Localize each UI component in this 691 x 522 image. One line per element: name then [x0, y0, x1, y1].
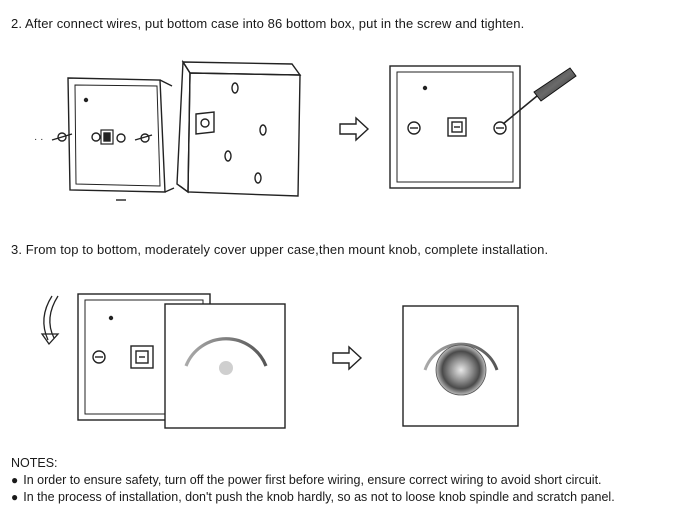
bullet-icon: ● [11, 490, 19, 504]
step-3-instruction: 3. From top to bottom, moderately cover … [11, 242, 549, 257]
step-3-illustration [40, 293, 519, 429]
upper-case-cover [164, 303, 286, 429]
bottom-case-perspective [51, 77, 175, 201]
screwdriver-icon [502, 67, 577, 125]
note-item: ● In the process of installation, don't … [11, 489, 615, 506]
notes-heading: NOTES: [11, 456, 58, 470]
assembled-panel-with-knob [402, 305, 519, 427]
curved-down-arrow-icon [40, 295, 60, 346]
notes-section: NOTES: ● In order to ensure safety, turn… [11, 455, 615, 506]
note-item: ● In order to ensure safety, turn off th… [11, 472, 615, 489]
step-2-instruction: 2. After connect wires, put bottom case … [11, 16, 525, 31]
knob-icon [435, 344, 487, 396]
note-text: In the process of installation, don't pu… [23, 490, 615, 504]
bottom-case-front [389, 65, 521, 189]
bullet-icon: ● [11, 473, 19, 487]
step-2-illustration: · · [34, 59, 577, 201]
86-bottom-box [176, 59, 302, 197]
right-arrow-icon [339, 116, 370, 142]
svg-text:· ·: · · [34, 134, 43, 145]
right-arrow-icon [332, 345, 363, 371]
note-text: In order to ensure safety, turn off the … [23, 473, 602, 487]
